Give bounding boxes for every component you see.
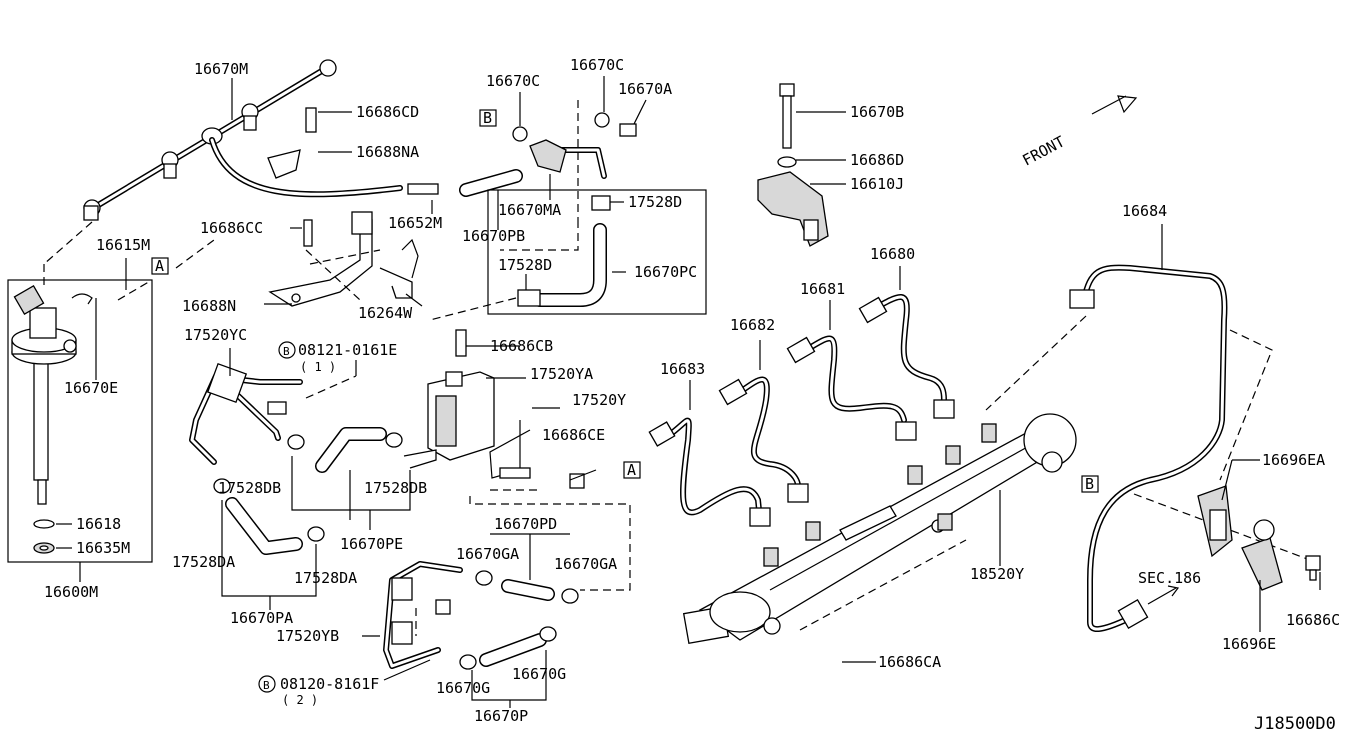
clamp-brackets bbox=[1197, 485, 1321, 591]
bolt-marker-08121-text: B bbox=[283, 345, 290, 358]
label-16670PA: 16670PA bbox=[230, 609, 293, 627]
injector-assembly bbox=[7, 279, 153, 563]
ref-box-b-right: B bbox=[1081, 475, 1099, 493]
label-16635M: 16635M bbox=[76, 539, 130, 557]
label-16670PC: 16670PC bbox=[634, 263, 697, 281]
ref-box-a-mid: A bbox=[623, 461, 641, 479]
front-arrow bbox=[1091, 95, 1138, 115]
label-08121-0161E: 08121-0161E bbox=[298, 341, 397, 359]
label-16688NA: 16688NA bbox=[356, 143, 419, 161]
label-16670G-right: 16670G bbox=[512, 665, 566, 683]
label-16680: 16680 bbox=[870, 245, 915, 263]
label-16670PB: 16670PB bbox=[462, 227, 525, 245]
label-16670P: 16670P bbox=[474, 707, 528, 725]
label-16618: 16618 bbox=[76, 515, 121, 533]
label-17520YA: 17520YA bbox=[530, 365, 593, 383]
label-16688N: 16688N bbox=[182, 297, 236, 315]
bolt-marker-08121 bbox=[278, 341, 296, 359]
label-16264W: 16264W bbox=[358, 304, 413, 322]
label-16696E: 16696E bbox=[1222, 635, 1276, 653]
label-17528DA-right: 17528DA bbox=[294, 569, 357, 587]
label-16600M: 16600M bbox=[44, 583, 98, 601]
ref-a-mid-text: A bbox=[627, 461, 636, 479]
return-pipes-left bbox=[189, 362, 403, 555]
label-16670M: 16670M bbox=[194, 60, 248, 78]
ref-a-top-text: A bbox=[155, 257, 164, 275]
bolt-marker-08120-text: B bbox=[263, 679, 270, 692]
return-line-top bbox=[429, 100, 707, 321]
label-front: FRONT bbox=[1019, 132, 1067, 169]
label-16670B: 16670B bbox=[850, 103, 904, 121]
label-16670GA-right: 16670GA bbox=[554, 555, 617, 573]
label-17528DB-left: 17528DB bbox=[218, 479, 281, 497]
ref-box-a-top: A bbox=[151, 257, 169, 275]
label-16683: 16683 bbox=[660, 360, 705, 378]
label-17520YB: 17520YB bbox=[276, 627, 339, 645]
label-16682: 16682 bbox=[730, 316, 775, 334]
label-16686CA: 16686CA bbox=[878, 653, 941, 671]
leader-lines bbox=[56, 76, 1321, 708]
label-16684: 16684 bbox=[1122, 202, 1167, 220]
label-16686CE: 16686CE bbox=[542, 426, 605, 444]
label-16670MA: 16670MA bbox=[498, 201, 561, 219]
label-17528D-mid: 17528D bbox=[498, 256, 552, 274]
label-16670C-right: 16670C bbox=[570, 56, 624, 74]
label-sec-186: SEC.186 bbox=[1138, 569, 1201, 587]
label-16670A: 16670A bbox=[618, 80, 672, 98]
label-08121-qty: ( 1 ) bbox=[300, 360, 336, 374]
label-16670E: 16670E bbox=[64, 379, 118, 397]
label-16670G-left: 16670G bbox=[436, 679, 490, 697]
label-17520Y: 17520Y bbox=[572, 391, 626, 409]
label-17520YC: 17520YC bbox=[184, 326, 247, 344]
label-08120-8161F: 08120-8161F bbox=[280, 675, 379, 693]
label-16681: 16681 bbox=[800, 280, 845, 298]
label-16670GA-left: 16670GA bbox=[456, 545, 519, 563]
ref-box-b-top: B bbox=[479, 109, 497, 127]
solenoid-valve-assembly bbox=[403, 329, 631, 591]
label-16686CD: 16686CD bbox=[356, 103, 419, 121]
part-labels: 16670M 16686CD 16688NA 16670C 16670C 166… bbox=[44, 56, 1340, 734]
label-16686CC: 16686CC bbox=[200, 219, 263, 237]
label-16696EA: 16696EA bbox=[1262, 451, 1325, 469]
label-17528DA-left: 17528DA bbox=[172, 553, 235, 571]
fuel-rail bbox=[682, 413, 1077, 644]
label-16610J: 16610J bbox=[850, 175, 904, 193]
label-08120-qty: ( 2 ) bbox=[282, 693, 318, 707]
label-16686D: 16686D bbox=[850, 151, 904, 169]
label-16652M: 16652M bbox=[388, 214, 442, 232]
pump-bracket-group bbox=[757, 83, 829, 247]
return-pipes-lower bbox=[383, 561, 579, 670]
sec-arrow bbox=[1147, 585, 1180, 605]
label-17528DB-right: 17528DB bbox=[364, 479, 427, 497]
bolt-marker-08120 bbox=[258, 675, 276, 693]
label-16670PE: 16670PE bbox=[340, 535, 403, 553]
ref-b-top-text: B bbox=[483, 109, 492, 127]
label-16686CB: 16686CB bbox=[490, 337, 553, 355]
label-16615M: 16615M bbox=[96, 236, 150, 254]
ref-b-right-text: B bbox=[1085, 475, 1094, 493]
leak-off-gallery bbox=[83, 59, 523, 221]
label-16686C: 16686C bbox=[1286, 611, 1340, 629]
diagram-id: J18500D0 bbox=[1254, 714, 1336, 734]
label-17528D-top: 17528D bbox=[628, 193, 682, 211]
label-16670PD: 16670PD bbox=[494, 515, 557, 533]
label-18520Y: 18520Y bbox=[970, 565, 1024, 583]
label-16670C-left: 16670C bbox=[486, 72, 540, 90]
